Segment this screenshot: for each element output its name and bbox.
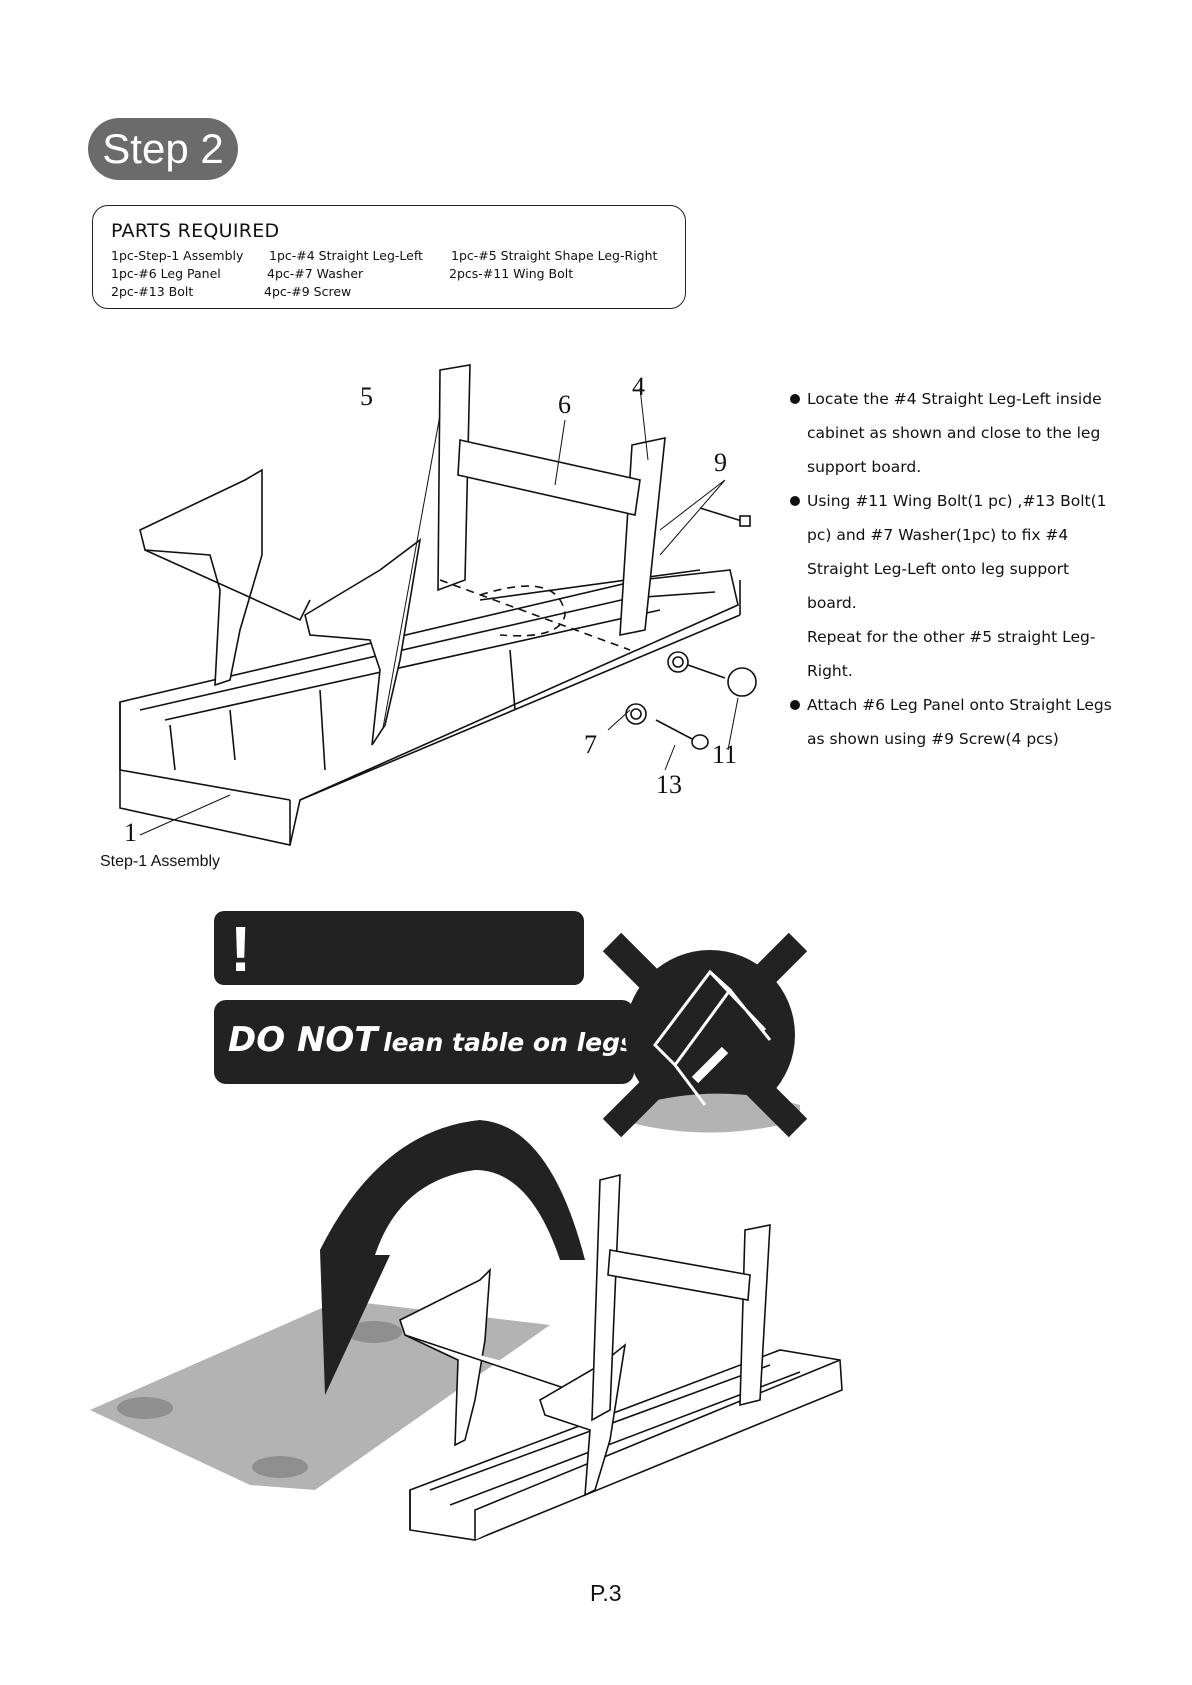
instruction-item: Locate the #4 Straight Leg-Left inside c…: [790, 382, 1120, 484]
callout-1: 1: [124, 818, 137, 847]
bullet-icon: [790, 496, 800, 506]
bullet-icon: [790, 700, 800, 710]
tilt-illustration: [90, 1120, 843, 1541]
step1-assembly-label: Step-1 Assembly: [100, 853, 221, 870]
parts-item: 1pc-#6 Leg Panel: [111, 266, 221, 281]
instruction-text: Locate the #4 Straight Leg-Left inside c…: [807, 390, 1102, 476]
parts-item: 2pc-#13 Bolt: [111, 284, 194, 299]
bullet-icon: [790, 394, 800, 404]
warning-exclamation-icon: !: [230, 913, 252, 985]
assembly-diagram: 5 6 4 9 7 11 13 1: [0, 330, 1192, 890]
callout-13: 13: [656, 770, 682, 799]
instruction-item: Attach #6 Leg Panel onto Straight Legs a…: [790, 688, 1120, 756]
instruction-text: Repeat for the other #5 straight Leg-Rig…: [807, 628, 1096, 680]
instruction-item: Repeat for the other #5 straight Leg-Rig…: [790, 620, 1120, 688]
warning-text: DO NOT lean table on legs!: [228, 1020, 647, 1060]
warning-message-bar: [214, 1000, 634, 1084]
warning-x-icon: [602, 932, 808, 1138]
step-title: Step 2: [88, 118, 238, 180]
instruction-text: Using #11 Wing Bolt(1 pc) ,#13 Bolt(1 pc…: [807, 492, 1107, 612]
parts-title: PARTS REQUIRED: [111, 220, 280, 242]
table-assembly-drawing: [119, 364, 757, 846]
callout-4: 4: [632, 372, 645, 401]
callout-6: 6: [558, 390, 571, 419]
parts-item: 1pc-#4 Straight Leg-Left: [269, 248, 423, 263]
callout-9: 9: [714, 448, 727, 477]
page-number: P.3: [590, 1580, 622, 1606]
parts-item: 1pc-Step-1 Assembly: [111, 248, 244, 263]
callout-7: 7: [584, 730, 597, 759]
warning-emphasis: DO NOT: [228, 1020, 378, 1060]
instruction-item: Using #11 Wing Bolt(1 pc) ,#13 Bolt(1 pc…: [790, 484, 1120, 620]
parts-item: 4pc-#7 Washer: [267, 266, 364, 281]
instructions-list: Locate the #4 Straight Leg-Left inside c…: [790, 382, 1120, 756]
callout-5: 5: [360, 382, 373, 411]
warning-header-bar: [214, 911, 584, 985]
parts-item: 2pcs-#11 Wing Bolt: [449, 266, 574, 281]
parts-required-box: PARTS REQUIRED 1pc-Step-1 Assembly 1pc-#…: [92, 205, 686, 309]
parts-item: 1pc-#5 Straight Shape Leg-Right: [451, 248, 658, 263]
parts-item: 4pc-#9 Screw: [264, 284, 352, 299]
warning-message: lean table on legs: [383, 1028, 635, 1057]
callout-11: 11: [712, 740, 738, 769]
instruction-text: Attach #6 Leg Panel onto Straight Legs a…: [807, 696, 1112, 748]
